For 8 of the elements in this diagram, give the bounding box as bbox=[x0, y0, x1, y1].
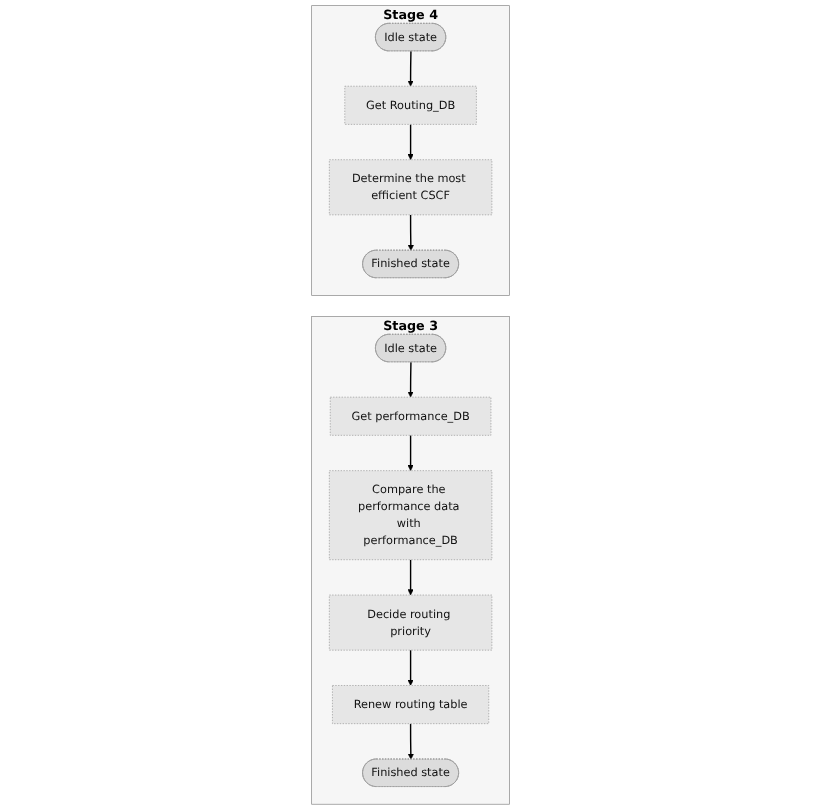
arrow bbox=[407, 649, 415, 686]
arrow bbox=[408, 723, 415, 760]
arrow bbox=[407, 559, 415, 596]
arrow bbox=[407, 50, 415, 87]
arrow bbox=[407, 123, 415, 161]
arrow bbox=[407, 434, 415, 471]
arrow bbox=[408, 214, 415, 251]
arrow bbox=[407, 361, 415, 398]
